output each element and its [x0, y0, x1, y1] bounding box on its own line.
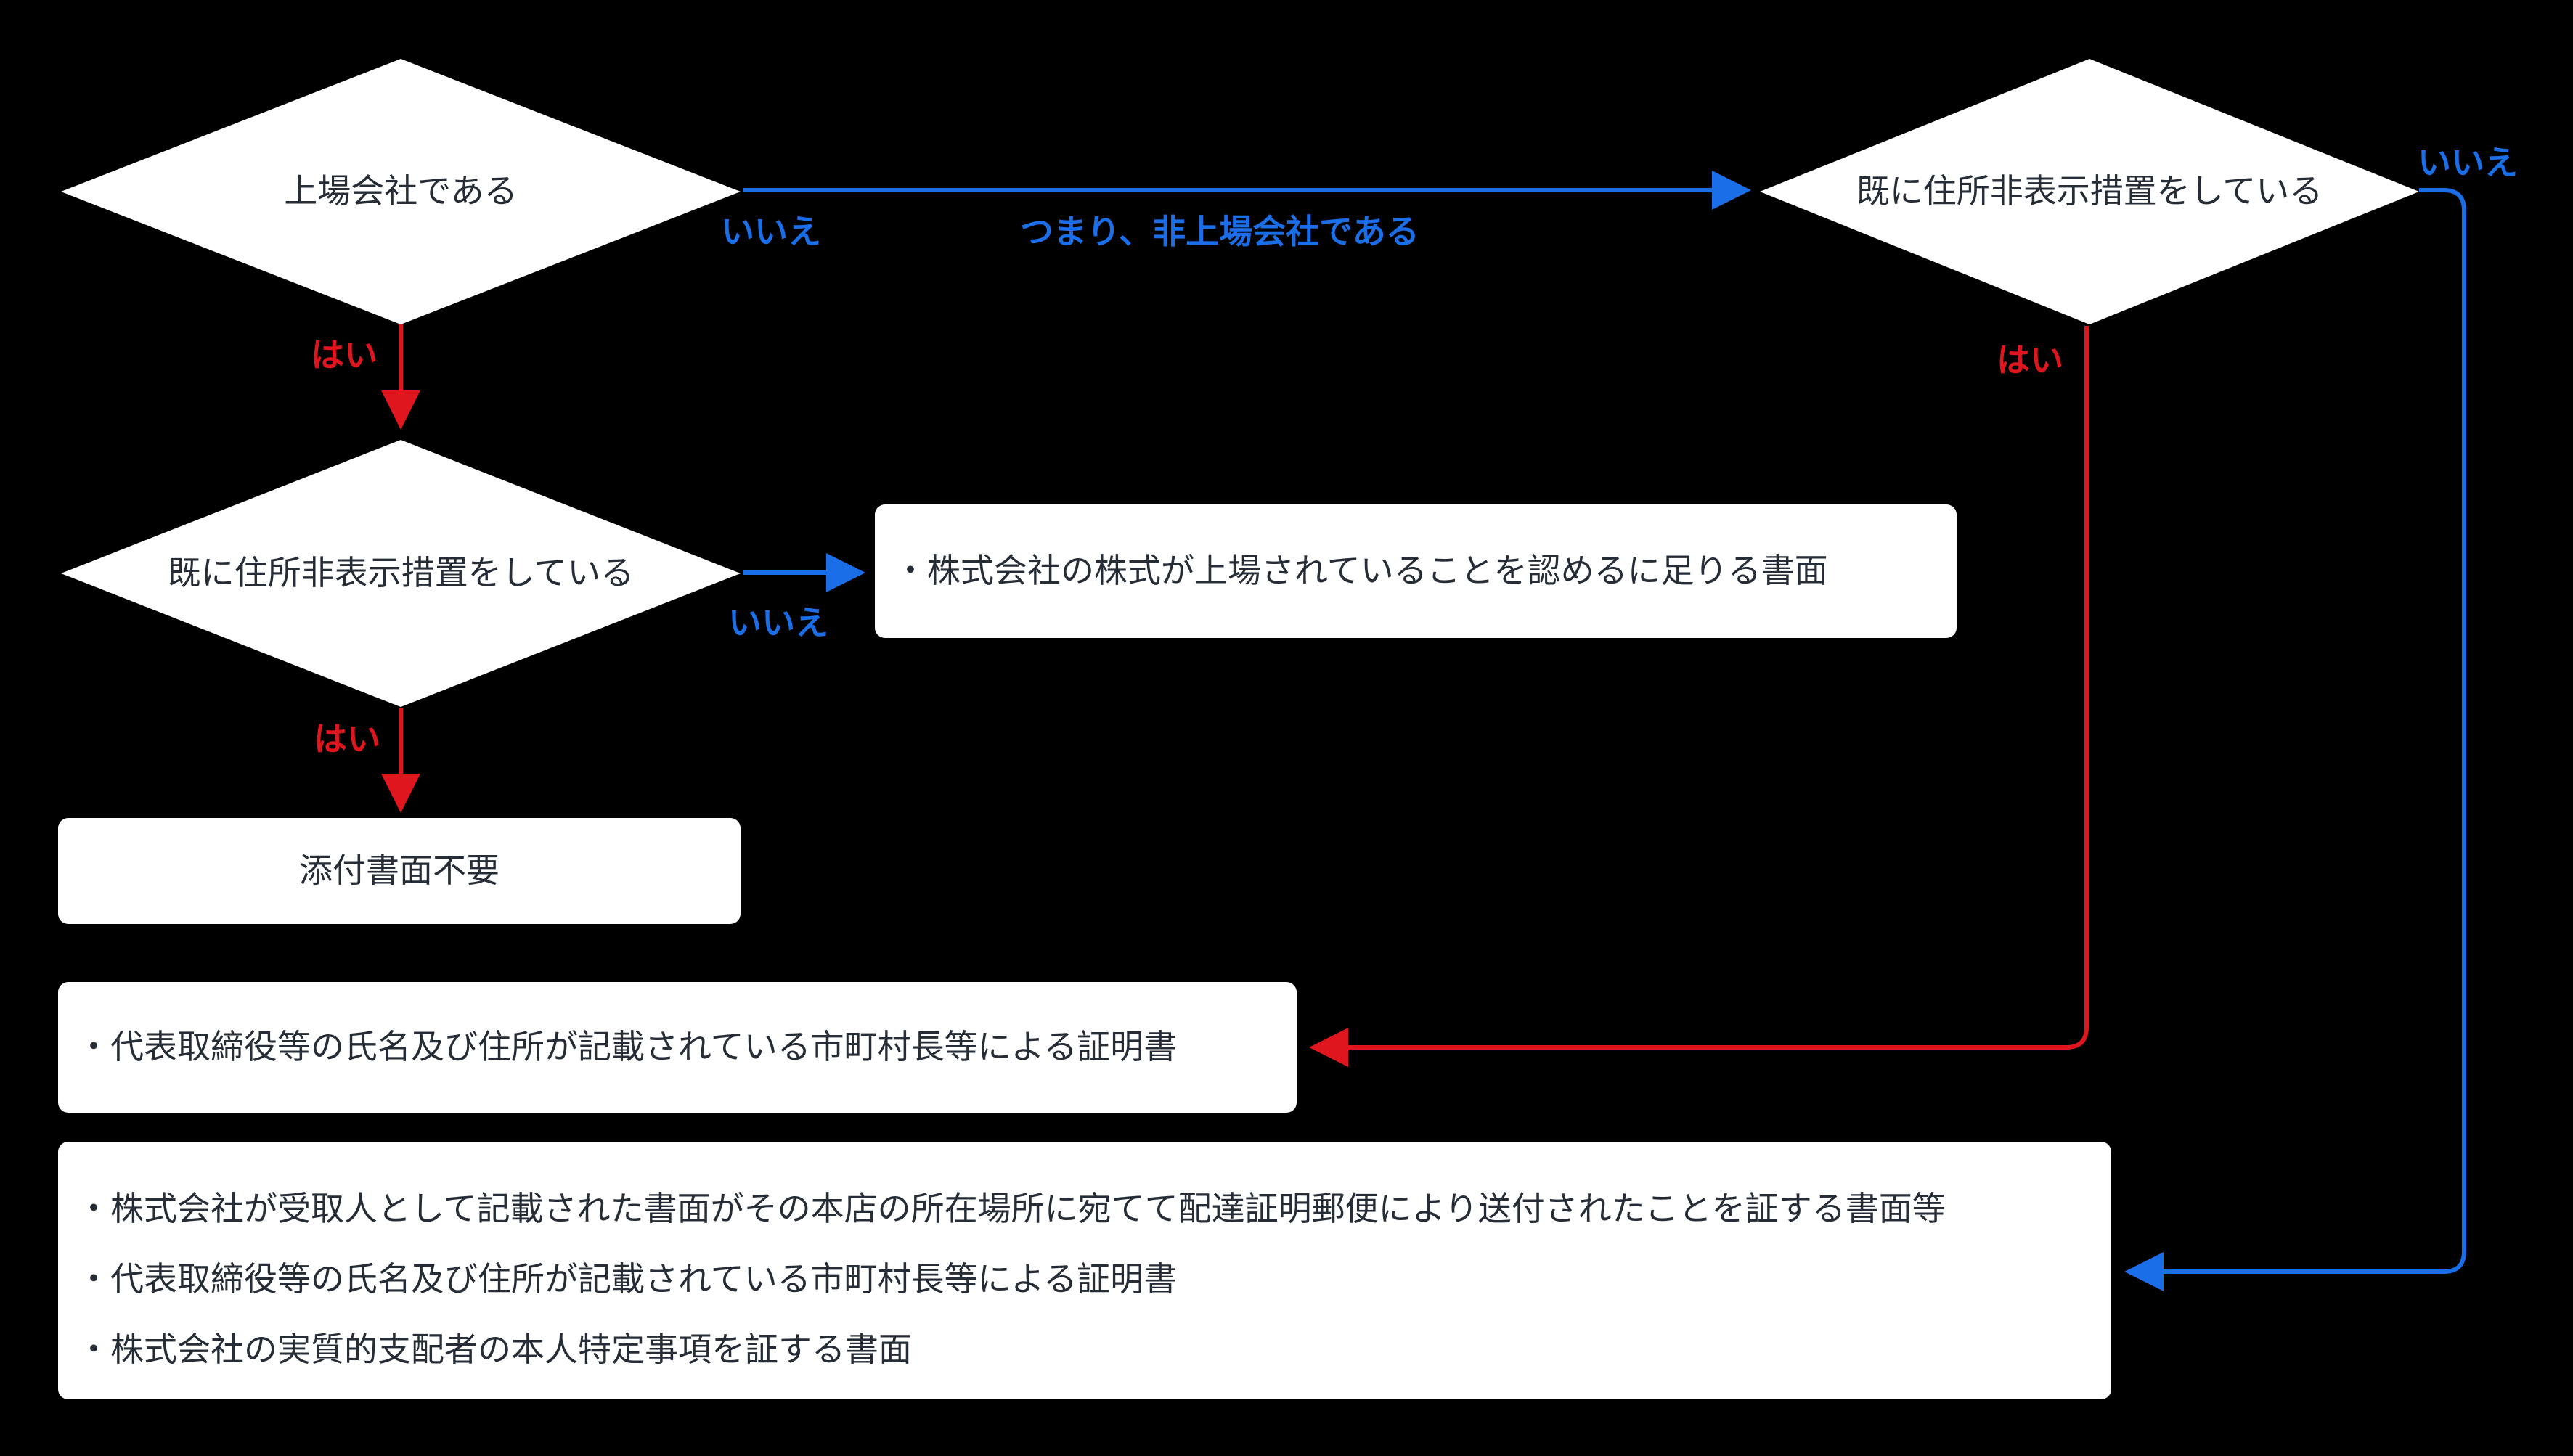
result-mayor-certificate: ・代表取締役等の氏名及び住所が記載されている市町村長等による証明書 [58, 982, 1297, 1113]
result-proof-of-listing: ・株式会社の株式が上場されていることを認めるに足りる書面 [875, 504, 1957, 638]
unlisted-documents-line-3: ・株式会社の実質的支配者の本人特定事項を証する書面 [77, 1330, 912, 1368]
result-proof-of-listing-label: ・株式会社の株式が上場されていることを認めるに足りる書面 [894, 552, 1828, 590]
edge-label-no-from-hidden-left: いいえ [728, 604, 828, 642]
edge-label-no-from-listed: いいえ [721, 213, 821, 250]
edge-yes-hidden-right-to-certificate [1309, 326, 2089, 1067]
result-no-attachment-label: 添付書面不要 [299, 851, 499, 890]
result-no-attachment: 添付書面不要 [58, 818, 741, 924]
edge-label-yes-from-hidden-left: はい [314, 720, 380, 758]
decision-address-hidden-left-label: 既に住所非表示措置をしている [167, 554, 635, 592]
unlisted-documents-line-1: ・株式会社が受取人として記載された書面がその本店の所在場所に宛てて配達証明郵便に… [77, 1190, 1946, 1227]
result-mayor-certificate-label: ・代表取締役等の氏名及び住所が記載されている市町村長等による証明書 [77, 1028, 1178, 1066]
edge-label-no-from-hidden-right: いいえ [2418, 144, 2518, 181]
decision-listed-company-label: 上場会社である [284, 172, 518, 210]
edge-no-hidden-right-to-documents [2124, 188, 2466, 1291]
unlisted-documents-line-2: ・代表取締役等の氏名及び住所が記載されている市町村長等による証明書 [77, 1260, 1178, 1298]
edge-label-yes-from-hidden-right: はい [1997, 341, 2063, 379]
result-unlisted-documents: ・株式会社が受取人として記載された書面がその本店の所在場所に宛てて配達証明郵便に… [58, 1142, 2111, 1399]
edge-label-unlisted-note: つまり、非上場会社である [1020, 213, 1419, 250]
edge-label-yes-from-listed: はい [311, 336, 378, 374]
decision-address-hidden-right-label: 既に住所非表示措置をしている [1856, 172, 2323, 210]
